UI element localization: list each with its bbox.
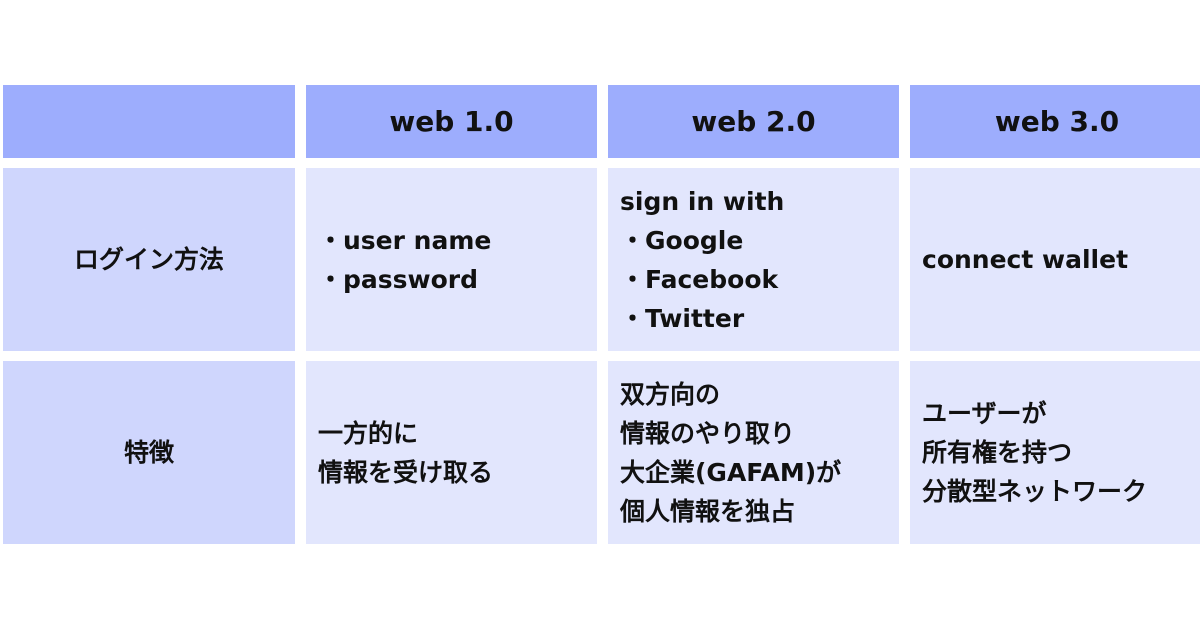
cell-line: ・user name xyxy=(318,225,492,255)
cell-line: sign in with xyxy=(620,186,785,216)
table-cell-features-web3: ユーザーが 所有権を持つ 分散型ネットワーク xyxy=(910,361,1200,544)
table-header-corner xyxy=(3,85,295,158)
table-cell-login-web2: sign in with ・Google ・Facebook ・Twitter xyxy=(608,168,899,351)
column-header-label: web 2.0 xyxy=(691,105,816,138)
comparison-table: web 1.0 web 2.0 web 3.0 ログイン方法 ・user nam… xyxy=(0,85,1200,545)
cell-line: 情報を受け取る xyxy=(318,457,494,487)
cell-line: 一方的に xyxy=(318,418,419,448)
cell-line: ・password xyxy=(318,264,479,294)
row-header-label: ログイン方法 xyxy=(73,245,224,274)
cell-line: ・Google xyxy=(620,225,744,255)
column-header-label: web 1.0 xyxy=(389,105,514,138)
column-header-web3: web 3.0 xyxy=(910,85,1200,158)
column-header-label: web 3.0 xyxy=(994,105,1120,138)
cell-line: ・Facebook xyxy=(620,264,779,294)
cell-line: 双方向の xyxy=(620,379,721,409)
cell-line: connect wallet xyxy=(922,245,1129,274)
cell-line: 大企業(GAFAM)が xyxy=(620,457,842,487)
cell-line: 分散型ネットワーク xyxy=(922,477,1148,506)
row-header-features: 特徴 xyxy=(3,361,295,544)
column-header-web2: web 2.0 xyxy=(608,85,899,158)
column-header-web1: web 1.0 xyxy=(306,85,597,158)
row-header-label: 特徴 xyxy=(123,438,174,467)
cell-line: ・Twitter xyxy=(620,303,745,333)
table-cell-features-web2: 双方向の 情報のやり取り 大企業(GAFAM)が 個人情報を独占 xyxy=(608,361,899,544)
cell-line: 個人情報を独占 xyxy=(620,496,796,526)
table-cell-login-web1: ・user name ・password xyxy=(306,168,597,351)
table-cell-features-web1: 一方的に 情報を受け取る xyxy=(306,361,597,544)
row-header-login-method: ログイン方法 xyxy=(3,168,295,351)
cell-line: 情報のやり取り xyxy=(620,418,796,448)
cell-line: 所有権を持つ xyxy=(922,438,1073,467)
table-cell-login-web3: connect wallet xyxy=(910,168,1200,351)
cell-line: ユーザーが xyxy=(922,399,1047,428)
